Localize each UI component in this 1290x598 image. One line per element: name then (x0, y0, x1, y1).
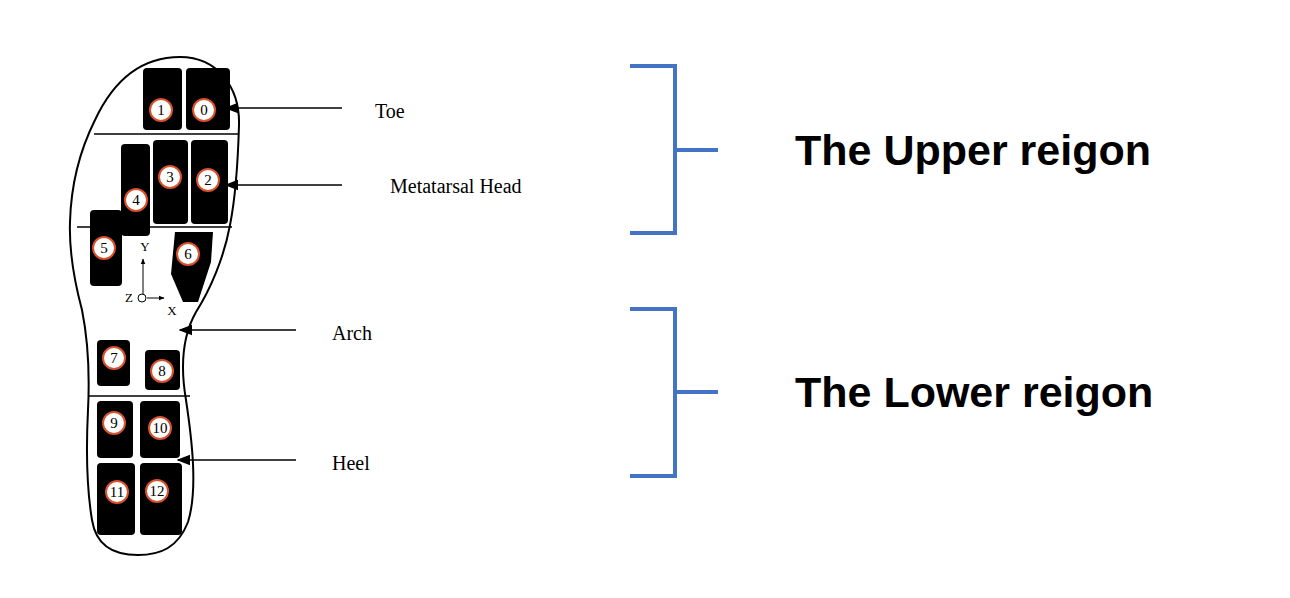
callout-number: 10 (153, 421, 168, 436)
pad-fill (97, 401, 133, 458)
callout-number: 1 (157, 103, 165, 118)
axis-arrow (143, 259, 144, 294)
pad-fill (97, 340, 130, 386)
axis-label: Z (125, 291, 133, 305)
pad-fill (97, 463, 135, 535)
callout-number: 6 (184, 247, 192, 262)
number-circle: 12 (145, 479, 169, 503)
number-circle: 4 (124, 188, 148, 212)
leader-arrow (226, 107, 342, 109)
number-circle: 8 (150, 359, 174, 383)
number-circle: 0 (192, 98, 216, 122)
bracket-label: The Lower reigon (795, 369, 1153, 416)
region-label: Heel (332, 452, 370, 474)
bracket-label: The Upper reigon (795, 127, 1151, 174)
axis-arrow (147, 298, 164, 299)
pad-fill (153, 140, 188, 224)
number-circle: 1 (149, 98, 173, 122)
pad-fill (140, 401, 180, 458)
number-circle: 9 (102, 411, 126, 435)
number-circle: 7 (102, 346, 126, 370)
pad-fill (140, 463, 182, 535)
leader-arrow (226, 184, 342, 186)
number-circle: 2 (196, 168, 220, 192)
callout-number: 12 (150, 484, 165, 499)
sensor-pad: 12 (140, 463, 182, 535)
insole-outline (70, 57, 239, 555)
callout-number: 3 (166, 170, 174, 185)
pad-fill (143, 68, 182, 130)
callout-number: 11 (110, 485, 124, 500)
region-label: Metatarsal Head (390, 175, 522, 197)
region-label: Arch (332, 322, 372, 344)
region-bracket (630, 66, 718, 233)
callout-number: 4 (132, 193, 140, 208)
region-divider (89, 395, 190, 397)
number-circle: 5 (92, 236, 116, 260)
sensor-pad: 7 (97, 340, 130, 386)
pad-fill (171, 232, 213, 302)
sensor-pad: 0 (186, 68, 230, 130)
callout-number: 8 (158, 364, 166, 379)
sensor-pad: 4 (121, 144, 150, 236)
sensor-pad: 5 (90, 210, 122, 286)
number-circle: 6 (176, 242, 200, 266)
axis-label: Y (140, 240, 149, 254)
callout-number: 0 (200, 103, 208, 118)
leader-arrow (180, 329, 296, 331)
number-circle: 10 (148, 416, 172, 440)
pad-fill (145, 350, 180, 390)
sensor-pad: 2 (191, 140, 228, 224)
pad-fill (191, 140, 228, 224)
sensor-pad: 3 (153, 140, 188, 224)
sensor-pad: 11 (97, 463, 135, 535)
sensor-pad: 1 (143, 68, 182, 130)
callout-number: 7 (110, 351, 118, 366)
sensor-pad: 9 (97, 401, 133, 458)
pad-fill (90, 210, 122, 286)
callout-number: 9 (110, 416, 118, 431)
sensor-pad: 10 (140, 401, 180, 458)
sensor-pad: 6 (171, 232, 213, 302)
region-label: Toe (375, 100, 405, 122)
pad-fill (186, 68, 230, 130)
region-divider (94, 133, 238, 135)
number-circle: 3 (158, 165, 182, 189)
callout-number: 2 (204, 173, 212, 188)
leader-arrow (178, 459, 296, 461)
number-circle: 11 (105, 480, 129, 504)
callout-number: 5 (100, 241, 108, 256)
axis-label: X (167, 304, 176, 318)
sensor-pad: 8 (145, 350, 180, 390)
axis-origin (138, 294, 146, 302)
region-bracket (630, 309, 718, 476)
pad-fill (121, 144, 150, 236)
